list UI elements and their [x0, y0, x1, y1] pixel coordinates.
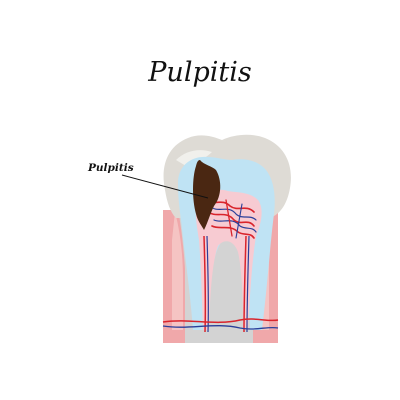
pulpitis-leader-line [121, 174, 209, 199]
caries-cavity [193, 160, 221, 230]
enamel-highlight [176, 150, 212, 166]
jaw-vessels [162, 318, 279, 330]
pulpitis-label: Pulpitis [88, 162, 134, 174]
diagram-title: Pulpitis [148, 57, 252, 88]
